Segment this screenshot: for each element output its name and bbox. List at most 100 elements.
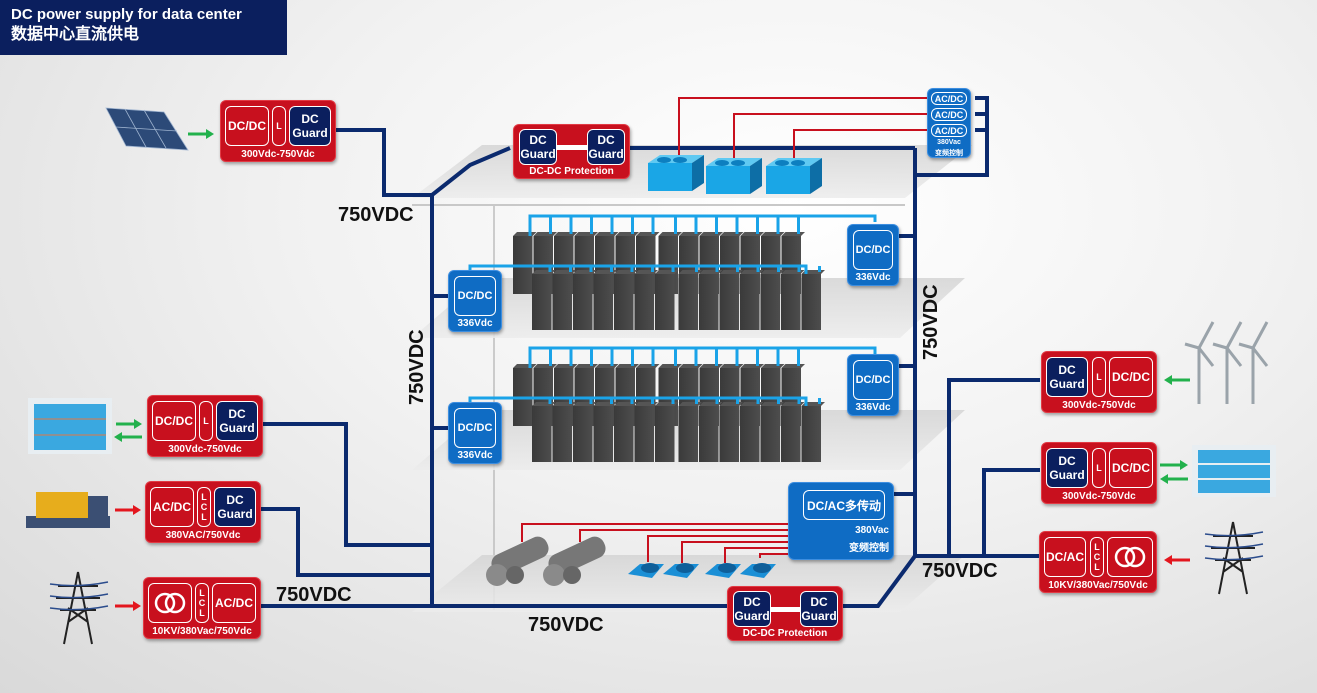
rack-top: [573, 402, 597, 406]
rack-top: [636, 364, 660, 368]
title-zh: 数据中心直流供电: [11, 26, 140, 43]
battery-right-converter[interactable]: DC Guard L DC/DC 300Vdc-750Vdc: [1041, 442, 1157, 504]
link-bar: [554, 145, 592, 150]
protection-caption: DC-DC Protection: [742, 628, 828, 639]
rack-top: [678, 402, 702, 406]
converter-caption: 300Vdc-750Vdc: [1062, 400, 1136, 411]
diesel-generator-icon: [26, 492, 110, 528]
rack-top: [720, 364, 744, 368]
dcac-cell: DC/AC多传动: [803, 490, 885, 520]
rack-top: [740, 270, 764, 274]
rack-top: [761, 364, 785, 368]
acdc-panel[interactable]: AC/DC AC/DC AC/DC 380Vac 变频控制: [927, 88, 971, 158]
server-rack: [532, 406, 552, 462]
wind-converter[interactable]: DC Guard L DC/DC 300Vdc-750Vdc: [1041, 351, 1157, 413]
dc-guard-cell: DC Guard: [214, 487, 256, 527]
server-dcdc-converter[interactable]: DC/DC 336Vdc: [448, 402, 502, 464]
converter-caption: 380VAC/750Vdc: [165, 530, 241, 541]
dc-guard-cell: DC Guard: [800, 591, 838, 627]
server-rack: [699, 406, 719, 462]
transmission-tower-icon: [49, 571, 109, 645]
pump: [705, 563, 741, 578]
rack-top: [532, 402, 556, 406]
rack-top: [719, 270, 743, 274]
protection-caption: DC-DC Protection: [529, 166, 614, 177]
dc-dc-protection-top[interactable]: DC Guard DC Guard DC-DC Protection: [513, 124, 630, 179]
rack-top: [781, 402, 805, 406]
rack-top: [740, 232, 764, 236]
rack-top: [593, 270, 617, 274]
bus-label: 750VDC: [922, 560, 998, 582]
pump: [740, 563, 776, 578]
rack-top: [634, 270, 658, 274]
converter-caption: 336Vdc: [855, 272, 891, 283]
rack-top: [513, 232, 537, 236]
rack-top: [781, 364, 805, 368]
acdc-cell: AC/DC: [931, 92, 967, 105]
rack-top: [655, 402, 679, 406]
acdc-cell: AC/DC: [212, 583, 256, 623]
arrow-left-icon: [1164, 555, 1190, 565]
rack-top: [761, 232, 785, 236]
rack-top: [658, 364, 682, 368]
converter-caption: 300Vdc-750Vdc: [1062, 491, 1136, 502]
arrow-right-icon: [188, 129, 214, 139]
server-dcdc-converter[interactable]: DC/DC 336Vdc: [847, 354, 899, 416]
pumps: [628, 563, 776, 578]
bus-label: 750VDC: [528, 614, 604, 636]
server-rack: [573, 274, 593, 330]
server-rack: [593, 274, 613, 330]
arrow-right-icon: [1160, 460, 1188, 470]
solar-converter[interactable]: DC/DC L DC Guard 300Vdc-750Vdc: [220, 100, 336, 162]
link-bar: [768, 607, 806, 612]
pump: [628, 563, 664, 578]
drive-caption: 变频控制: [849, 543, 889, 554]
acdc-cell: AC/DC: [931, 108, 967, 121]
lcl-letter: L: [199, 608, 205, 618]
rack-top: [532, 270, 556, 274]
inductor-cell: L: [199, 401, 213, 441]
rack-top: [513, 364, 537, 368]
rack-top: [593, 402, 617, 406]
title-en: DC power supply for data center: [11, 6, 242, 23]
arrow-right-icon: [116, 419, 142, 429]
rack-top: [658, 232, 682, 236]
rack-top: [781, 232, 805, 236]
rack-top: [614, 402, 638, 406]
rack-top: [554, 364, 578, 368]
converter-caption: 10KV/380Vac/750Vdc: [1048, 580, 1148, 591]
server-rack: [781, 406, 801, 462]
rack-top: [533, 364, 557, 368]
server-rack: [760, 406, 780, 462]
dc-dc-protection-bottom[interactable]: DC Guard DC Guard DC-DC Protection: [727, 586, 843, 641]
rack-top: [614, 270, 638, 274]
dc-guard-cell: DC Guard: [587, 129, 625, 165]
rack-top: [679, 364, 703, 368]
dcdc-cell: DC/DC: [454, 408, 496, 448]
server-rack: [699, 274, 719, 330]
dcac-multi-drive[interactable]: DC/AC多传动 380Vac 变频控制: [788, 482, 894, 560]
dcdc-cell: DC/DC: [853, 360, 893, 400]
dc-guard-cell: DC Guard: [519, 129, 557, 165]
arrow-right-icon: [115, 505, 141, 515]
lcl-letter: L: [201, 512, 207, 522]
lcl-letter: L: [199, 588, 205, 598]
transformer-icon: [148, 583, 192, 623]
server-dcdc-converter[interactable]: DC/DC 336Vdc: [448, 270, 502, 332]
dc-bus: [260, 96, 1040, 608]
server-rack: [719, 274, 739, 330]
battery-left-converter[interactable]: DC/DC L DC Guard 300Vdc-750Vdc: [147, 395, 263, 457]
server-dcdc-converter[interactable]: DC/DC 336Vdc: [847, 224, 899, 286]
lcl-letter: L: [1094, 542, 1100, 552]
transformer-icon: [1107, 537, 1153, 577]
rack-top: [699, 364, 723, 368]
lcl-letter: C: [198, 598, 206, 608]
server-rack: [678, 274, 698, 330]
converter-caption: 300Vdc-750Vdc: [241, 149, 315, 160]
rack-top: [679, 232, 703, 236]
